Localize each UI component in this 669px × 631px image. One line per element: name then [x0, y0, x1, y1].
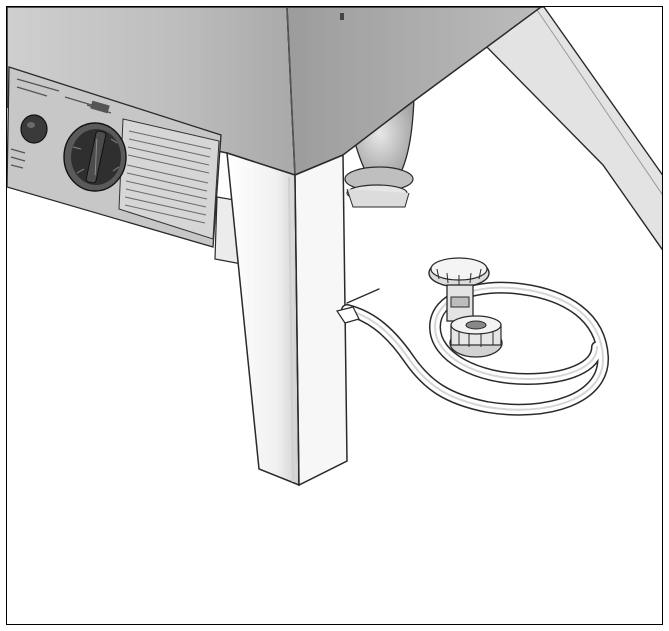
gas-regulator-icon — [428, 257, 503, 358]
fryer-illustration — [7, 7, 662, 487]
hose-icon — [336, 281, 609, 416]
illustration-frame — [6, 6, 663, 625]
front-leg — [226, 151, 348, 487]
back-right-leg — [476, 7, 662, 251]
ignition-button-icon — [20, 114, 48, 144]
screw-icon — [340, 13, 344, 20]
fryer-body — [7, 7, 543, 177]
control-knob-icon — [63, 122, 127, 192]
